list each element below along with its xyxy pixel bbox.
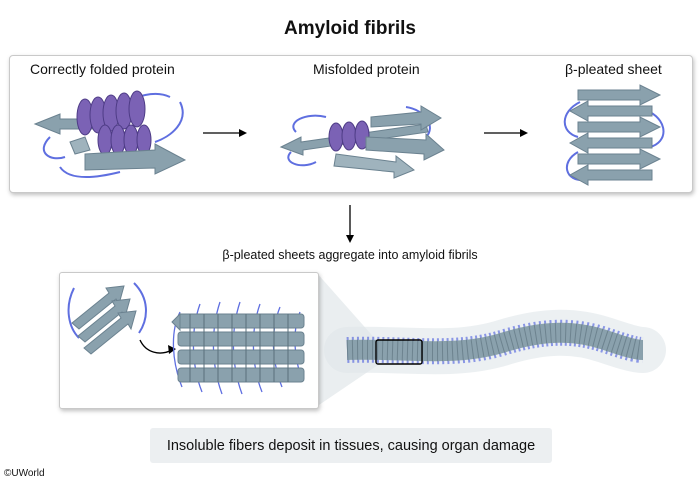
label-beta-sheet: β-pleated sheet — [565, 61, 662, 77]
beta-sheet-illustration — [563, 84, 665, 186]
arrow-down — [346, 205, 354, 243]
fibril-segment-illustration — [171, 301, 305, 395]
correctly-folded-protein-illustration — [33, 90, 187, 178]
misfolded-protein-illustration — [279, 105, 445, 179]
copyright: ©UWorld — [4, 468, 45, 479]
caption-text: Insoluble fibers deposit in tissues, cau… — [166, 437, 536, 454]
aggregation-arrow — [139, 339, 176, 354]
label-correctly-folded: Correctly folded protein — [30, 61, 175, 77]
zoom-selection-box — [375, 339, 423, 365]
arrow-right-1 — [203, 129, 247, 137]
label-misfolded: Misfolded protein — [313, 61, 420, 77]
amyloid-fibril-illustration — [324, 309, 666, 375]
sheet-stack-illustration — [67, 282, 147, 355]
arrow-right-2 — [484, 129, 528, 137]
aggregate-label: β-pleated sheets aggregate into amyloid … — [222, 248, 478, 262]
caption-box: Insoluble fibers deposit in tissues, cau… — [150, 428, 552, 463]
figure-title: Amyloid fibrils — [284, 18, 416, 39]
